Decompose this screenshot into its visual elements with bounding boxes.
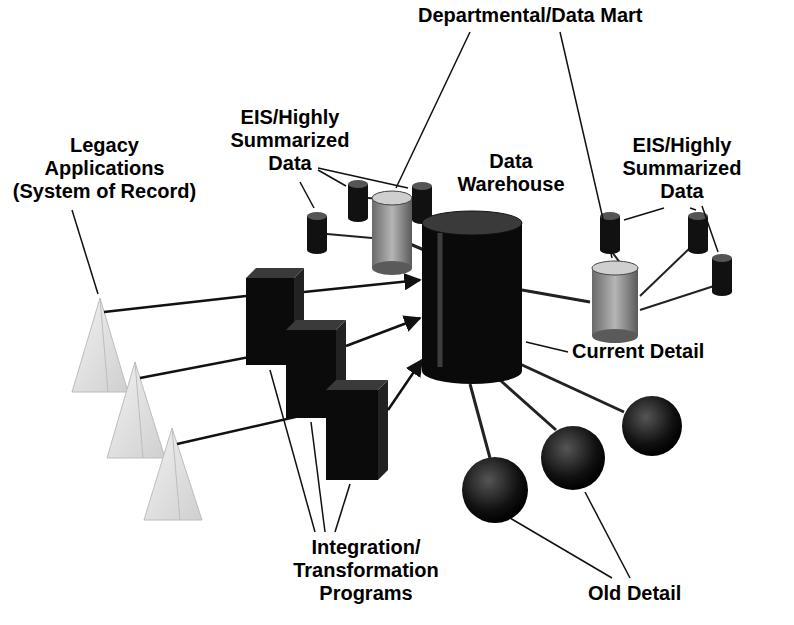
load-arrows-part xyxy=(304,280,420,292)
data-mart-cylinder-part xyxy=(372,261,412,275)
old-detail-spheres-part xyxy=(541,426,605,490)
leader-lines-part xyxy=(311,422,325,532)
load-arrows-part xyxy=(346,318,420,346)
leader-lines-part xyxy=(335,484,350,532)
leader-lines-part xyxy=(72,210,98,294)
load-arrows xyxy=(304,280,422,410)
eis-cylinders-part xyxy=(348,184,368,218)
eis-cylinders-part xyxy=(307,216,327,250)
old-detail-spheres-part xyxy=(462,457,528,523)
data-mart-cylinder-part xyxy=(592,261,638,275)
program-cubes-part xyxy=(378,380,388,480)
eis-cylinders-part xyxy=(712,258,732,292)
eis-cylinders xyxy=(307,180,432,254)
distribution-lines-part xyxy=(520,364,624,412)
eis-cylinders-part xyxy=(348,214,368,222)
legacy-pyramids-part xyxy=(72,298,128,392)
eis-cylinders-part xyxy=(712,254,732,262)
program-cubes-part xyxy=(286,320,346,330)
feed-lines-part xyxy=(104,296,246,312)
leader-lines-part xyxy=(560,32,612,258)
legacy-pyramids xyxy=(72,298,202,520)
eis-cylinders-part xyxy=(688,246,708,254)
callout-label: Integration/ Transformation Programs xyxy=(290,536,442,605)
summary-lines-part xyxy=(640,246,692,296)
data-mart-cylinder-part xyxy=(592,268,638,336)
leader-lines-part xyxy=(690,208,696,210)
eis-cylinders xyxy=(600,212,732,296)
summary-lines-part xyxy=(327,234,372,238)
leader-lines-part xyxy=(318,170,346,186)
program-cubes-part xyxy=(326,380,388,390)
data-mart-cylinder xyxy=(372,191,412,275)
data-mart-cylinder xyxy=(592,261,638,343)
leader-lines-part xyxy=(624,208,664,220)
distribution-lines-part xyxy=(522,290,590,302)
callout-label: Legacy Applications (System of Record) xyxy=(10,134,199,203)
legacy-pyramids-part xyxy=(107,362,165,458)
callout-label: EIS/Highly Summarized Data xyxy=(228,106,352,175)
old-detail-spheres-part xyxy=(622,396,682,456)
distribution-lines-part xyxy=(470,384,490,458)
leader-lines-part xyxy=(396,32,470,188)
callout-label: Departmental/Data Mart xyxy=(418,4,678,27)
distribution-lines-part xyxy=(410,244,424,250)
eis-cylinders-part xyxy=(348,180,368,188)
data-mart-cylinder-part xyxy=(372,198,412,268)
eis-cylinders-part xyxy=(712,288,732,296)
leader-lines-part xyxy=(702,206,718,252)
callout-label: EIS/Highly Summarized Data xyxy=(620,134,744,203)
leader-lines-part xyxy=(526,342,568,352)
eis-cylinders-part xyxy=(412,186,432,220)
callout-label: Old Detail xyxy=(588,582,698,605)
program-cubes-part xyxy=(326,390,378,480)
cylinder-body xyxy=(422,223,522,384)
summary-lines-part xyxy=(640,286,714,310)
leader-lines-part xyxy=(300,182,314,208)
eis-cylinders-part xyxy=(307,212,327,220)
eis-cylinders-part xyxy=(688,216,708,250)
data-mart-cylinder-part xyxy=(372,191,412,205)
load-arrows-part xyxy=(388,360,422,410)
leader-lines xyxy=(72,32,718,578)
cylinder-outline xyxy=(420,210,524,386)
cylinder-top xyxy=(422,211,522,235)
old-detail-spheres xyxy=(462,396,682,523)
data-warehouse-cylinder: Data Warehouse xyxy=(420,150,580,386)
program-cubes-part xyxy=(246,268,304,278)
leader-lines-part xyxy=(318,168,408,188)
callout-label: Current Detail xyxy=(572,340,722,363)
legacy-pyramids-part xyxy=(144,428,202,520)
leader-lines-part xyxy=(510,518,612,578)
leader-lines-part xyxy=(585,492,630,578)
cylinder-shine xyxy=(438,233,443,367)
distribution-lines-part xyxy=(500,380,556,430)
legacy-pyramids-part xyxy=(172,428,180,520)
leader-lines-part xyxy=(270,370,315,532)
eis-cylinders-part xyxy=(307,246,327,254)
eis-cylinders-part xyxy=(412,182,432,190)
program-cubes xyxy=(246,268,388,480)
cylinder-heading: Data Warehouse xyxy=(455,150,567,196)
